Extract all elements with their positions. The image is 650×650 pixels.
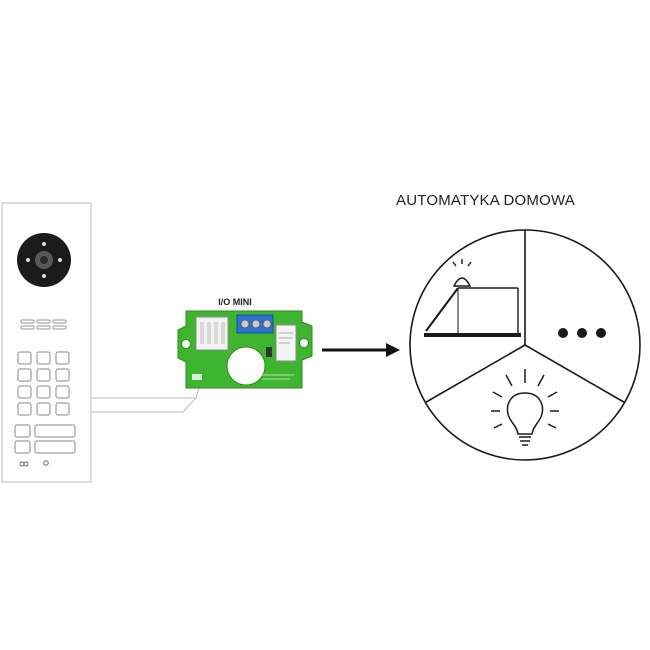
- name-buttons: [14, 424, 76, 454]
- awning-with-lamp-icon: [424, 259, 521, 337]
- keypad-key: [17, 402, 32, 416]
- keypad-key: [36, 402, 51, 416]
- keypad-key: [17, 368, 32, 382]
- section-title: AUTOMATYKA DOMOWA: [396, 192, 575, 209]
- speaker-grille: [20, 319, 67, 330]
- name-button-label: [34, 440, 76, 454]
- ellipsis-icon: [558, 328, 606, 338]
- name-button-label: [34, 424, 76, 438]
- intercom-panel: [1, 202, 92, 483]
- keypad-key: [55, 402, 70, 416]
- camera-icon: [17, 233, 71, 287]
- keypad-key: [55, 368, 70, 382]
- keypad-key: [17, 351, 32, 365]
- io-mini-board: [177, 310, 313, 389]
- infinity-icon: [19, 461, 29, 467]
- keypad-key: [55, 385, 70, 399]
- keypad-key: [36, 368, 51, 382]
- smd-component: [266, 347, 272, 357]
- name-button-small: [14, 440, 31, 454]
- keypad: [17, 351, 70, 416]
- keypad-key: [36, 351, 51, 365]
- module-label: I/O MINI: [218, 297, 252, 307]
- microphone-icon: [43, 460, 49, 466]
- right-arrow-icon: [322, 343, 400, 357]
- screw-terminal: [236, 314, 274, 334]
- light-bulb-icon: [491, 369, 559, 446]
- name-button-small: [14, 424, 31, 438]
- keypad-key: [36, 385, 51, 399]
- keypad-key: [17, 385, 32, 399]
- pin-header-connector: [195, 316, 229, 351]
- keypad-key: [55, 351, 70, 365]
- home-automation-pie: [409, 229, 641, 461]
